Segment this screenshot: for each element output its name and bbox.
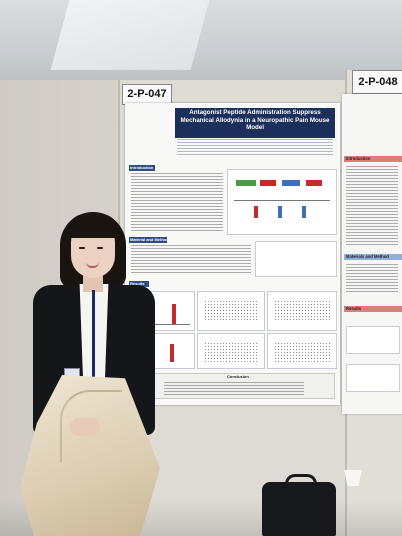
figure-mark — [278, 206, 282, 218]
booth-tag-right: 2-P-048 — [352, 70, 402, 94]
adjacent-intro-bar — [344, 156, 402, 162]
figure-points — [204, 342, 258, 362]
figure-mark — [170, 344, 174, 362]
methods-section-label: Material and Methods — [130, 237, 171, 242]
results-section-label: Results — [130, 281, 145, 286]
right-eye — [97, 247, 103, 249]
adjacent-methods-label: Materials and Method — [346, 254, 389, 259]
methods-section-bar — [129, 237, 167, 243]
paper-cup — [344, 470, 362, 486]
adjacent-results-bar — [344, 306, 402, 312]
figure-line — [136, 324, 190, 325]
adjacent-poster: Introduction Materials and Method Result… — [342, 94, 402, 414]
conclusion-box: Conclusion — [133, 373, 335, 399]
adjacent-results-figure — [346, 326, 400, 354]
poster-title: Antagonist Peptide Administration Suppre… — [180, 109, 330, 132]
research-poster: Antagonist Peptide Administration Suppre… — [125, 103, 340, 405]
intro-figure — [227, 169, 337, 235]
results-panel-2 — [197, 291, 265, 331]
adjacent-methods-text — [346, 264, 398, 294]
intro-section-bar — [129, 165, 155, 171]
results-section-bar — [129, 281, 149, 287]
figure-mark — [172, 304, 176, 324]
smile — [86, 262, 99, 268]
coat-fold — [60, 390, 122, 462]
figure-line — [234, 200, 330, 201]
figure-mark — [282, 180, 300, 186]
figure-mark — [306, 180, 322, 186]
poster-authors — [177, 139, 333, 157]
poster-title-banner — [175, 108, 335, 138]
methods-text — [131, 245, 251, 273]
booth-tag-left: 2-P-047 — [122, 84, 172, 105]
results-panel-5 — [197, 333, 265, 369]
conclusion-label: Conclusion — [227, 374, 249, 379]
hand — [70, 418, 100, 436]
results-panel-3 — [267, 291, 337, 331]
adjacent-intro-label: Introduction — [346, 156, 371, 161]
adjacent-methods-bar — [344, 254, 402, 260]
figure-mark — [302, 206, 306, 218]
neck — [83, 276, 103, 292]
figure-points — [274, 342, 330, 362]
intro-section-label: Introduction — [130, 165, 154, 170]
bangs — [67, 214, 119, 238]
adjacent-intro-text — [346, 166, 398, 246]
figure-points — [204, 300, 258, 322]
left-eye — [79, 247, 85, 249]
intro-text — [131, 173, 223, 231]
backpack — [262, 482, 336, 536]
figure-mark — [236, 180, 256, 186]
methods-figure — [255, 241, 337, 277]
lanyard — [92, 290, 95, 380]
figure-mark — [260, 180, 276, 186]
backpack-handle — [285, 474, 317, 489]
adjacent-results-figure — [346, 364, 400, 392]
results-panel-6 — [267, 333, 337, 369]
figure-mark — [254, 206, 258, 218]
conclusion-text — [164, 382, 304, 396]
adjacent-results-label: Results — [346, 306, 362, 311]
figure-points — [274, 300, 330, 322]
